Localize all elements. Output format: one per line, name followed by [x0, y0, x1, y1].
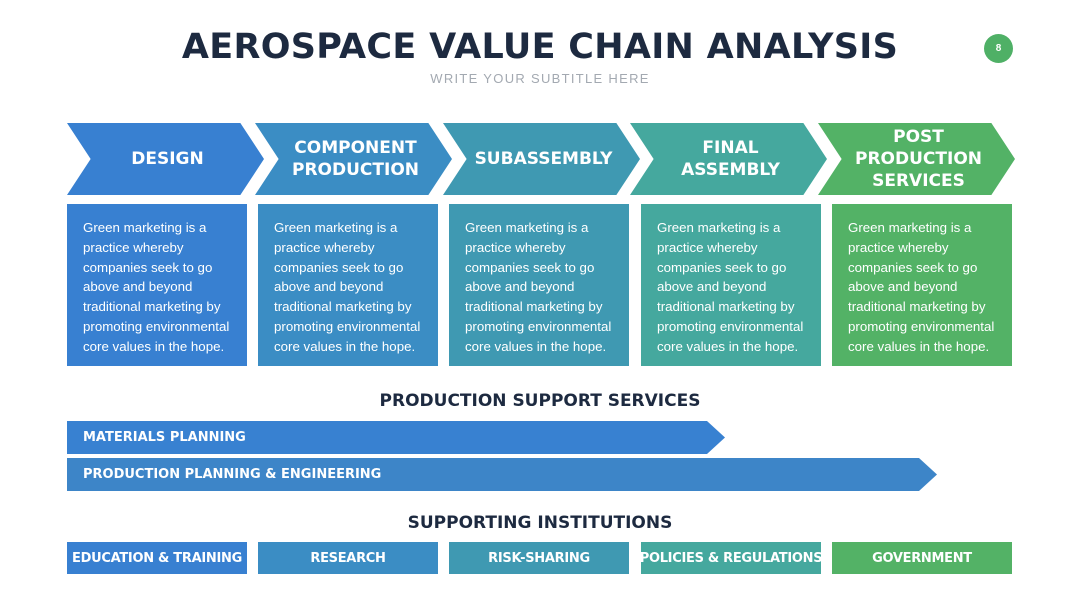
- support-arrow-materials-planning: MATERIALS PLANNING: [67, 421, 725, 454]
- stage-chevron-final-assembly: FINAL ASSEMBLY: [630, 123, 827, 195]
- stage-chevron-post-production-services: POST PRODUCTION SERVICES: [818, 123, 1015, 195]
- stage-label: POST PRODUCTION SERVICES: [855, 127, 982, 191]
- institution-government: GOVERNMENT: [832, 542, 1012, 574]
- support-services-title: PRODUCTION SUPPORT SERVICES: [379, 391, 701, 411]
- stage-description-component-production: Green marketing is a practice whereby co…: [258, 204, 438, 366]
- page-number-badge: 8: [984, 34, 1013, 63]
- institution-education-training: EDUCATION & TRAINING: [67, 542, 247, 574]
- institutions-title: SUPPORTING INSTITUTIONS: [407, 513, 673, 533]
- stage-label: COMPONENT PRODUCTION: [292, 138, 419, 180]
- stage-description-post-production-services: Green marketing is a practice whereby co…: [832, 204, 1012, 366]
- institution-research: RESEARCH: [258, 542, 438, 574]
- page-subtitle: WRITE YOUR SUBTITLE HERE: [430, 71, 650, 86]
- stage-description-final-assembly: Green marketing is a practice whereby co…: [641, 204, 821, 366]
- institution-risk-sharing: RISK-SHARING: [449, 542, 629, 574]
- stage-chevron-component-production: COMPONENT PRODUCTION: [255, 123, 452, 195]
- stage-description-design: Green marketing is a practice whereby co…: [67, 204, 247, 366]
- stage-label: FINAL ASSEMBLY: [681, 138, 780, 180]
- stage-label: DESIGN: [131, 149, 204, 169]
- stage-chevron-subassembly: SUBASSEMBLY: [443, 123, 640, 195]
- support-arrow-production-planning: PRODUCTION PLANNING & ENGINEERING: [67, 458, 937, 491]
- institution-policies-regulations: POLICIES & REGULATIONS: [640, 542, 823, 574]
- page-title: AEROSPACE VALUE CHAIN ANALYSIS: [181, 27, 899, 67]
- stage-description-subassembly: Green marketing is a practice whereby co…: [449, 204, 629, 366]
- stage-chevron-design: DESIGN: [67, 123, 264, 195]
- stage-label: SUBASSEMBLY: [474, 149, 613, 169]
